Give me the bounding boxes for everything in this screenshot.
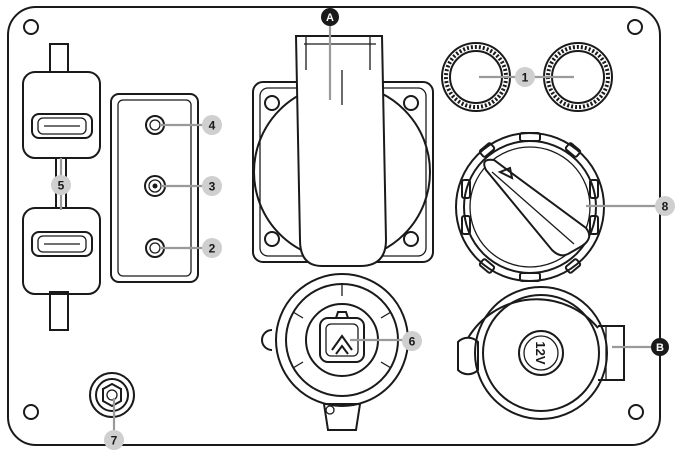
svg-text:8: 8: [662, 200, 669, 214]
callout-4: 4: [202, 115, 222, 135]
screw-top-left: [23, 19, 39, 35]
callout-2: 2: [202, 238, 222, 258]
callout-5: 5: [51, 175, 71, 195]
svg-text:2: 2: [209, 242, 216, 256]
usb-outlet-pair: [22, 43, 101, 331]
ac-socket-with-lid: [252, 35, 434, 267]
ground-terminal: [89, 372, 135, 418]
svg-text:3: 3: [209, 180, 216, 194]
callout-3: 3: [202, 176, 222, 196]
svg-text:A: A: [326, 12, 334, 24]
callout-6: 6: [402, 331, 422, 351]
rotary-selector-knob[interactable]: [455, 132, 605, 282]
round-connector: [261, 273, 409, 431]
callout-8: 8: [655, 196, 675, 216]
panel-outline: [7, 6, 661, 446]
callout-1: 1: [515, 67, 535, 87]
svg-text:B: B: [656, 342, 664, 354]
screw-bottom-right: [628, 404, 644, 420]
callout-a: A: [321, 8, 339, 26]
svg-text:5: 5: [58, 179, 65, 193]
svg-text:6: 6: [409, 335, 416, 349]
svg-text:7: 7: [111, 434, 118, 448]
12v-label: 12V: [533, 341, 548, 364]
signal-jacks-block: [110, 93, 199, 283]
screw-bottom-left: [23, 404, 39, 420]
screw-top-right: [627, 19, 643, 35]
callout-b: B: [651, 338, 669, 356]
12v-socket: 12V: [457, 286, 625, 420]
svg-text:4: 4: [209, 119, 216, 133]
callout-7: 7: [104, 430, 124, 450]
corner-screws: [23, 19, 644, 420]
svg-text:1: 1: [522, 71, 529, 85]
